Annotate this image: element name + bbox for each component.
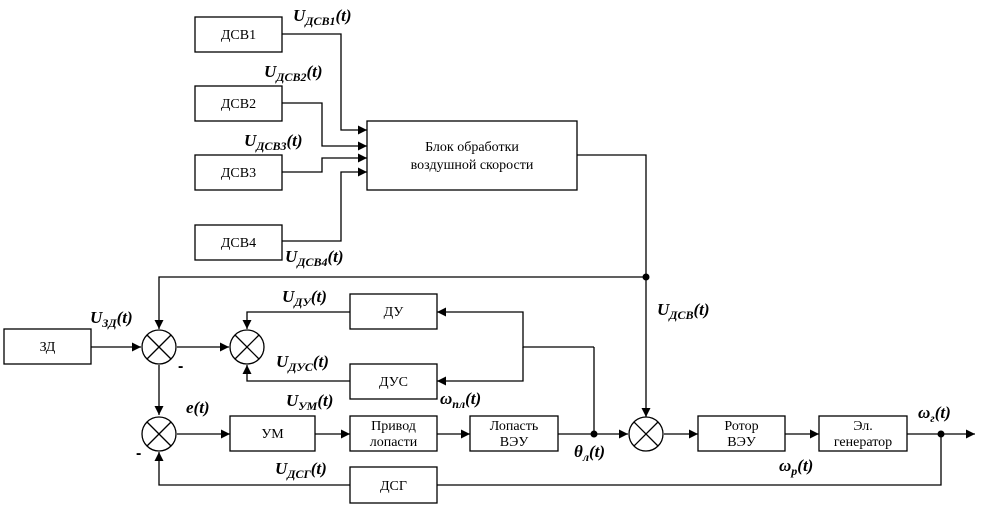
block-rotor-line1: Ротор [724, 419, 758, 434]
signal-omega-r: ωр(t) [779, 456, 813, 478]
junction-dot-u-dsv [642, 273, 650, 281]
minus-sign-1: - [178, 358, 183, 375]
wire-u-dus [242, 365, 350, 382]
block-rotor-line2: ВЭУ [727, 435, 756, 450]
block-zd-label: ЗД [40, 340, 56, 355]
block-blade-drive: Привод лопасти [349, 415, 438, 452]
block-blade-line2: ВЭУ [500, 435, 529, 450]
signal-u-dsv4: UДСВ4(t) [285, 247, 344, 269]
block-dsv1-label: ДСВ1 [221, 28, 256, 43]
block-drive-line1: Привод [371, 419, 416, 434]
signal-u-du: UДУ(t) [282, 287, 327, 309]
block-dus: ДУС [349, 363, 438, 400]
signal-u-um: UУМ(t) [286, 391, 333, 413]
signal-u-dsv3: UДСВ3(t) [244, 131, 303, 153]
signal-u-dsv1: UДСВ1(t) [293, 6, 352, 28]
block-dus-label: ДУС [379, 375, 408, 390]
signal-theta-l: θл(t) [574, 442, 605, 464]
signal-u-dus: UДУС(t) [276, 352, 329, 374]
signal-e: e(t) [186, 398, 210, 417]
wires [91, 33, 975, 486]
block-dsv1: ДСВ1 [194, 16, 283, 53]
block-du-label: ДУ [384, 305, 404, 320]
junction-dot-theta [590, 430, 598, 438]
signal-labels: UДСВ1(t) UДСВ2(t) UДСВ3(t) UДСВ4(t) UЗД(… [90, 6, 951, 481]
signal-u-dsv: UДСВ(t) [657, 300, 710, 322]
wire-dsv2 [282, 102, 367, 151]
block-dsg: ДСГ [349, 466, 438, 504]
wire-dsv4 [282, 167, 367, 242]
summing-junction-3 [141, 416, 177, 452]
block-processing-line1: Блок обработки [425, 140, 519, 155]
wire-u-du [242, 311, 350, 329]
signal-u-dsv2: UДСВ2(t) [264, 62, 323, 84]
block-processing-line2: воздушной скорости [411, 158, 534, 173]
minus-sign-2: - [136, 445, 141, 462]
wire-feedback-bus [437, 307, 594, 348]
block-generator: Эл. генератор [818, 415, 908, 452]
block-dsv3: ДСВ3 [194, 154, 283, 191]
wire-u-dsv [577, 154, 651, 417]
junction-dot-omega-g [937, 430, 945, 438]
signal-u-zd: UЗД(t) [90, 308, 133, 330]
block-gen-line1: Эл. [853, 419, 873, 434]
wire-u-dsg [154, 452, 350, 486]
wire-dsv1 [282, 33, 367, 135]
wire-u-dsv-branch [154, 276, 646, 329]
block-dsv2: ДСВ2 [194, 85, 283, 122]
block-um-label: УМ [261, 427, 284, 442]
block-blade-line1: Лопасть [490, 419, 539, 434]
block-rotor: Ротор ВЭУ [697, 415, 786, 452]
block-um: УМ [229, 415, 316, 452]
block-dsv3-label: ДСВ3 [221, 166, 256, 181]
block-dsv2-label: ДСВ2 [221, 97, 256, 112]
wire-gen-feedback [437, 434, 942, 486]
signal-omega-pl: ωпл(t) [440, 389, 481, 411]
summing-junction-2 [229, 329, 265, 365]
block-blade: Лопасть ВЭУ [469, 415, 559, 452]
block-zd: ЗД [3, 328, 92, 365]
block-airspeed-processing: Блок обработки воздушной скорости [366, 120, 578, 191]
block-dsv4: ДСВ4 [194, 224, 283, 261]
summing-junction-1 [141, 329, 177, 365]
block-du: ДУ [349, 293, 438, 330]
wire-feedback-dus [437, 347, 524, 386]
block-dsv4-label: ДСВ4 [221, 236, 256, 251]
wire-dsv3 [282, 153, 367, 173]
signal-u-dsg: UДСГ(t) [275, 459, 327, 481]
block-gen-line2: генератор [834, 435, 892, 450]
signal-omega-g: ωг(t) [918, 403, 951, 425]
block-drive-line2: лопасти [370, 435, 418, 450]
block-dsg-label: ДСГ [380, 479, 407, 494]
summing-junction-4 [628, 416, 664, 452]
